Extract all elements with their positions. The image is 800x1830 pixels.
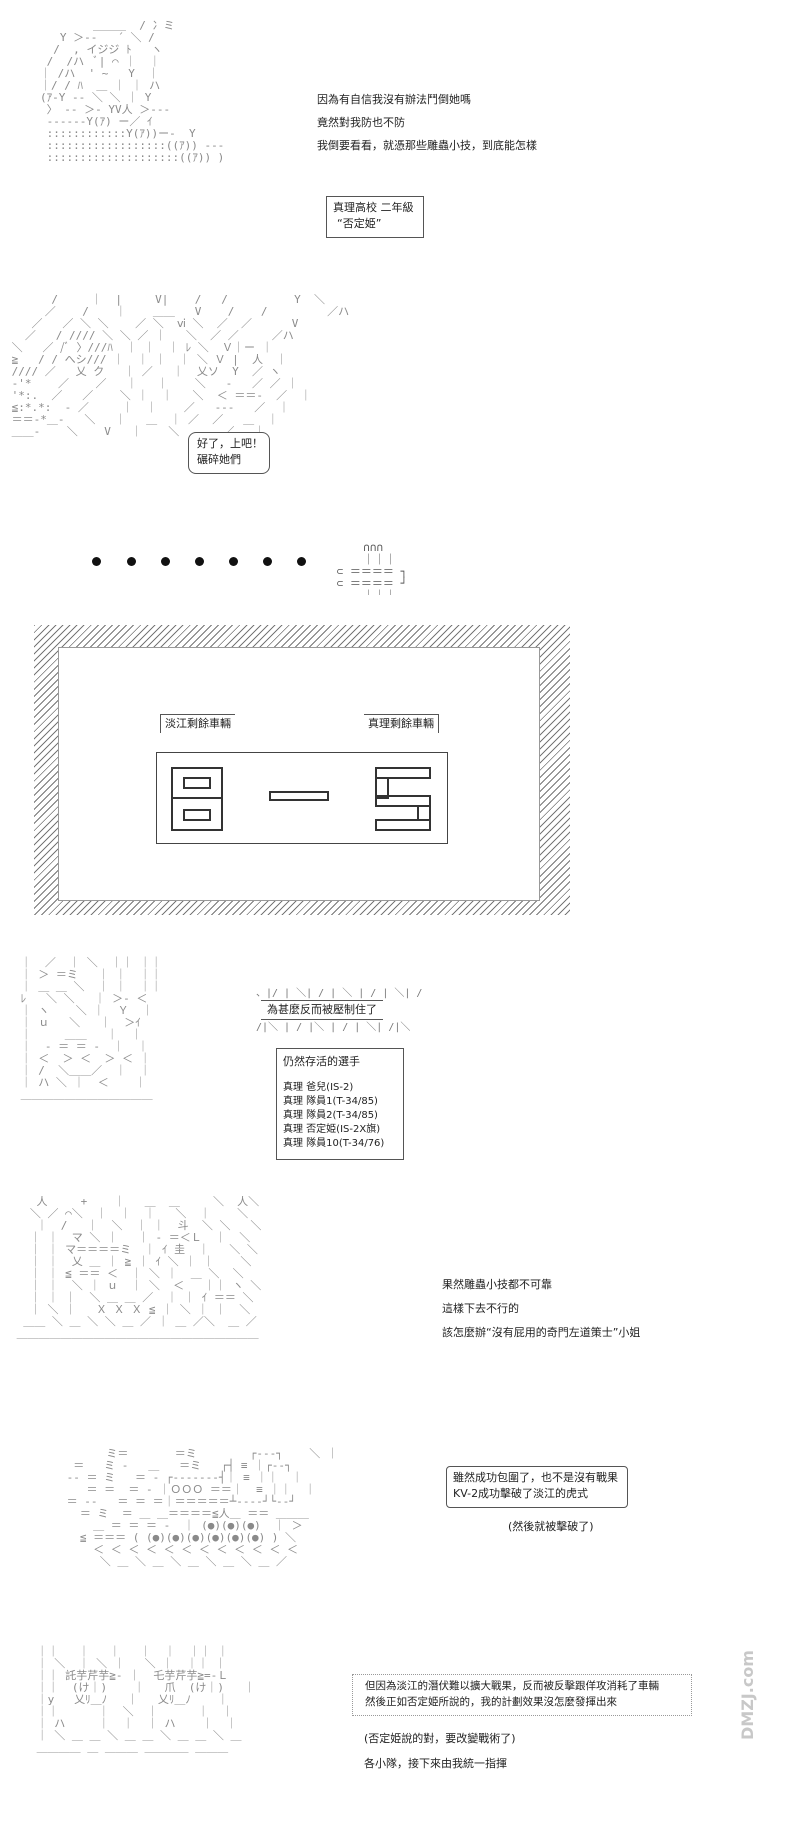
narration-line-1: 但因為淡江的潛伏難以擴大戰果，反而被反擊跟佯攻消耗了車輛 — [365, 1680, 659, 1692]
monologue-line-1: 果然雕蟲小技都不可靠 — [442, 1278, 552, 1291]
cornered-character-ascii-art: ｜ ／ ｜ ＼ ｜｜ ｜｜ ｜ ＞ ＝ミ ｜ ｜ ｜｜ ｜ ＿ ＿ ＼ ｜ ｜ … — [20, 956, 162, 1101]
survivor-item: 真理 爸兒(IS-2) — [283, 1082, 354, 1093]
kv2-tank-ascii-art: ミ＝ ＝ミ ┌‐‐‐┐ ＼ ｜ ＝ ミ ‐ ＿ ＝ミ ┌┤ ≡ ｜┌‐‐┐ ‐‐… — [66, 1447, 338, 1568]
panel-4-scoreboard: 淡江剩餘車輛 真理剩餘車輛 8 – 5 — [0, 620, 800, 920]
monologue-line-2: 竟然對我防也不防 — [317, 116, 405, 129]
bubble-line-1: 好了，上吧！ — [197, 437, 263, 450]
caption-character-name: “否定姫” — [337, 217, 382, 230]
speech-bubble-attack: 好了，上吧！ 碾碎她們 — [188, 432, 270, 474]
survivor-item: 真理 隊員2(T-34/85) — [283, 1110, 378, 1121]
twin-characters-ascii-art: ｜｜ ｜ ｜ ｜ ｜ ｜｜ ｜ ｜ ＼ ｜ ＼ ｜ ＼ ｜ ｜｜ ｜ ｜｜ 託芋… — [36, 1645, 255, 1754]
survivor-item: 真理 否定姫(IS-2X旗) — [283, 1124, 381, 1135]
monologue-line-1: 因為有自信我沒有辦法鬥倒她嗎 — [317, 93, 471, 106]
panel-3: ∩∩∩ ｜｜｜ ⊂ ＝＝＝＝ ┐ ⊂ ＝＝＝＝ ┘ ｜｜｜ ∪∪∪ — [0, 530, 800, 600]
monologue-line-2: 這樣下去不行的 — [442, 1302, 519, 1315]
right-team-label: 真理剩餘車輛 — [364, 714, 439, 733]
survivor-item: 真理 隊員1(T-34/85) — [283, 1096, 378, 1107]
shout-burst-top: 、|/ | ＼| / | ＼ | / | ＼| / — [256, 988, 423, 999]
inner-thought: (否定姫說的對，要改變戰術了) — [364, 1732, 516, 1745]
shout-burst-bottom: /|＼ | / |＼ | / | ＼| /|＼ — [256, 1022, 411, 1033]
narration-line-2: 然後正如否定姫所說的，我的計劃效果沒怎麼發揮出來 — [365, 1696, 617, 1708]
ellipsis-dot — [297, 557, 306, 566]
score-dash: – — [269, 791, 329, 801]
ellipsis-dot — [263, 557, 272, 566]
monologue-line-3: 該怎麼辦“沒有屁用的奇門左道策士”小姐 — [442, 1326, 641, 1339]
panel-2: / ｜ | V| / / Y ＼ ／ / ｜ ＿＿ V / / ／ハ ／ ／ ＼… — [0, 272, 800, 512]
surviving-players-box: 仍然存活的選手 真理 爸兒(IS-2) 真理 隊員1(T-34/85) 真理 隊… — [276, 1048, 404, 1160]
ellipsis-dot — [195, 557, 204, 566]
left-score-digit: 8 — [171, 767, 223, 831]
bubble-line-2: 碾碎她們 — [197, 453, 241, 466]
site-watermark: DMZJ.com — [738, 1650, 757, 1740]
panel-1: ＿＿＿ / 冫ミ Y ＞‐‐ ´ ＼ / / , イジジ ﾄ ヽ / /ハ ﾞ|… — [0, 0, 800, 240]
right-score-digit: 5 — [375, 767, 431, 831]
speech-bubble-results: 雖然成功包圍了，也不是沒有戰果 KV-2成功擊破了淡江的虎式 — [446, 1466, 628, 1508]
ellipsis-dot — [161, 557, 170, 566]
character-ascii-art: ＿＿＿ / 冫ミ Y ＞‐‐ ´ ＼ / / , イジジ ﾄ ヽ / /ハ ﾞ|… — [40, 19, 225, 164]
survivors-title: 仍然存活的選手 — [283, 1055, 360, 1068]
ellipsis-dot — [229, 557, 238, 566]
panel-7: ミ＝ ＝ミ ┌‐‐‐┐ ＼ ｜ ＝ ミ ‐ ＿ ＝ミ ┌┤ ≡ ｜┌‐‐┐ ‐‐… — [0, 1428, 800, 1608]
strategist-character-ascii-art: 人 + ｜ ＿ ＿ ＼ 人＼ ＼ ／ ⌒＼ ｜ ｜ ｜ ＼ ｜ ＼ ｜ / ｜ … — [16, 1195, 262, 1340]
survivor-item: 真理 隊員10(T-34/76) — [283, 1138, 385, 1149]
left-team-label: 淡江剩餘車輛 — [160, 714, 235, 733]
narration-box: 但因為淡江的潛伏難以擴大戰果，反而被反擊跟佯攻消耗了車輛 然後正如否定姫所說的，… — [352, 1674, 692, 1716]
ellipsis-dot — [127, 557, 136, 566]
tank-shell-ascii-icon: ∩∩∩ ｜｜｜ ⊂ ＝＝＝＝ ┐ ⊂ ＝＝＝＝ ┘ ｜｜｜ ∪∪∪ — [336, 541, 408, 596]
ellipsis-dot — [92, 557, 101, 566]
panel-5: ｜ ／ ｜ ＼ ｜｜ ｜｜ ｜ ＞ ＝ミ ｜ ｜ ｜｜ ｜ ＿ ＿ ＼ ｜ ｜ … — [0, 940, 800, 1165]
aside-remark: (然後就被擊破了) — [508, 1520, 594, 1533]
command-line: 各小隊，接下來由我統一指揮 — [364, 1757, 507, 1770]
panel-8: ｜｜ ｜ ｜ ｜ ｜ ｜｜ ｜ ｜ ＼ ｜ ＼ ｜ ＼ ｜ ｜｜ ｜ ｜｜ 託芋… — [0, 1630, 800, 1830]
score-display: 8 – 5 — [156, 752, 448, 844]
battle-scene-ascii-art: / ｜ | V| / / Y ＼ ／ / ｜ ＿＿ V / / ／ハ ／ ／ ＼… — [11, 293, 350, 438]
shout-caption: 為甚麼反而被壓制住了 — [261, 1000, 383, 1020]
caption-school-year: 真理高校 二年級 — [333, 201, 414, 214]
bubble-line-1: 雖然成功包圍了，也不是沒有戰果 — [453, 1471, 618, 1484]
panel-6: 人 + ｜ ＿ ＿ ＼ 人＼ ＼ ／ ⌒＼ ｜ ｜ ｜ ＼ ｜ ＼ ｜ / ｜ … — [0, 1178, 800, 1408]
bubble-line-2: KV-2成功擊破了淡江的虎式 — [453, 1487, 589, 1500]
character-caption-box: 真理高校 二年級 “否定姫” — [326, 196, 424, 238]
monologue-line-3: 我倒要看看，就憑那些雕蟲小技，到底能怎樣 — [317, 139, 537, 152]
